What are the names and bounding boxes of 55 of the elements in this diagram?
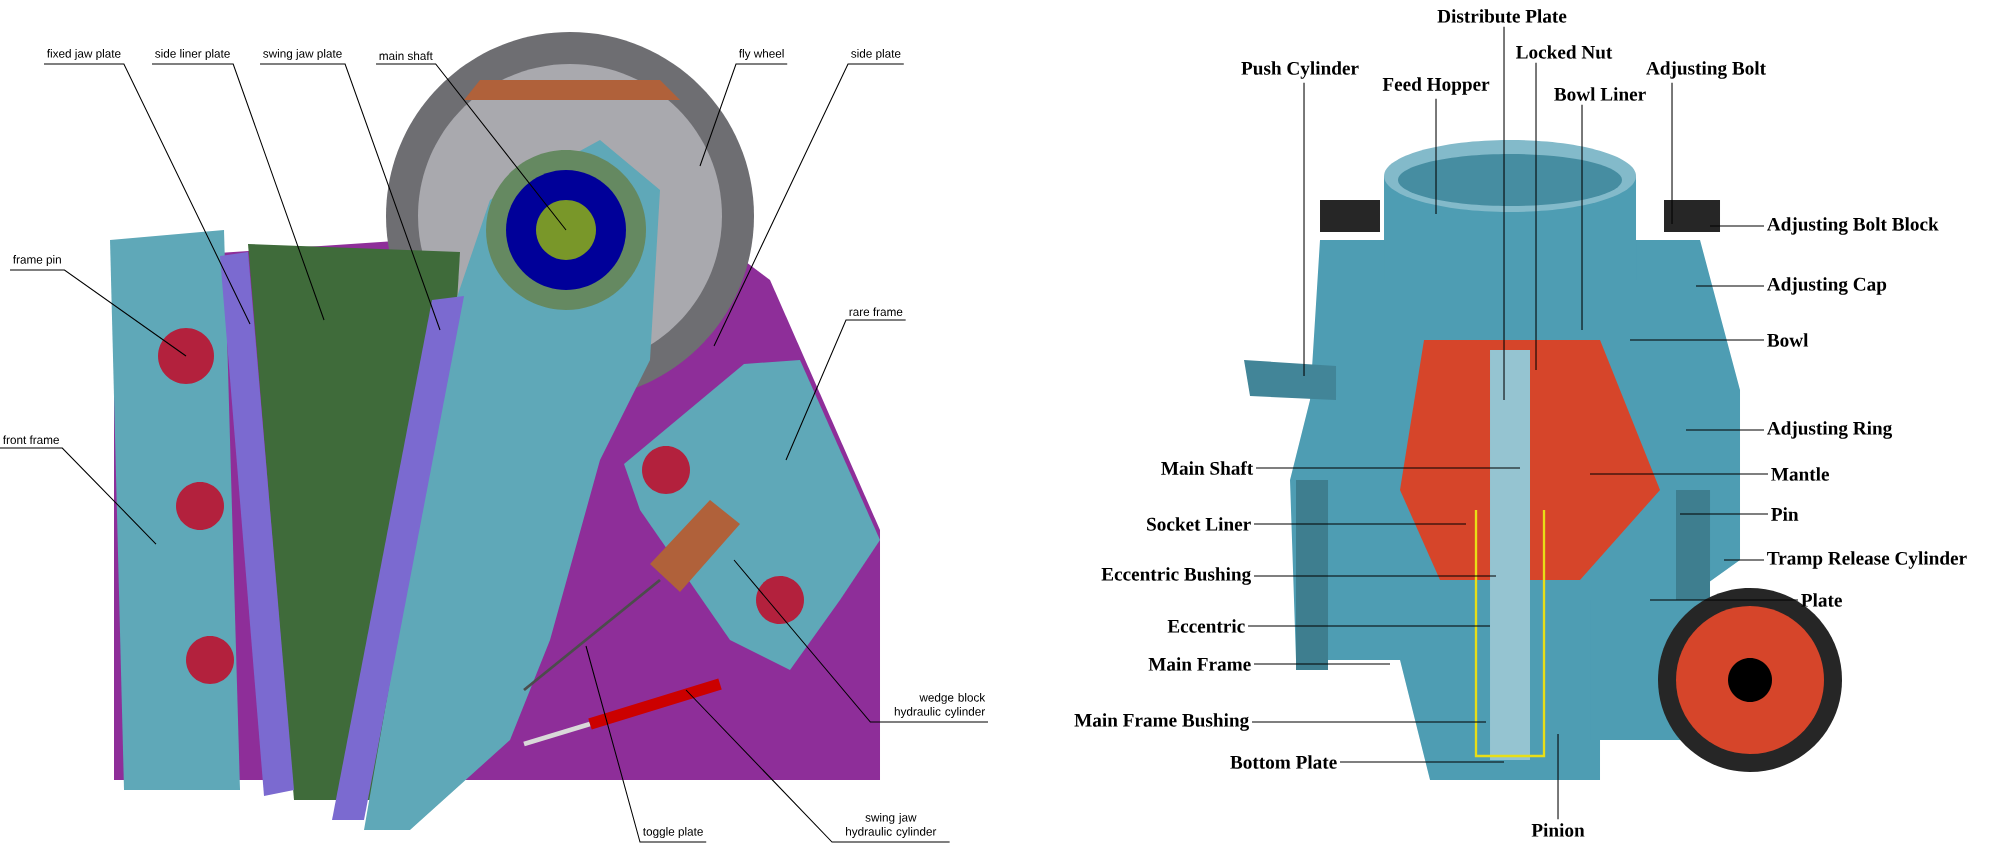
leader-line: [1253, 575, 1497, 577]
leader-line: [9, 269, 187, 357]
leader-line: [43, 63, 251, 325]
part-label: Eccentric: [1167, 619, 1245, 633]
leader-line: [1723, 559, 1765, 561]
leader-line: [785, 319, 907, 461]
part-label: Locked Nut: [1516, 45, 1613, 59]
part-label: Main Frame: [1148, 657, 1251, 671]
part-label: Socket Liner: [1147, 517, 1251, 531]
leader-line: [713, 63, 905, 347]
part-label: Main Frame Bushing: [1074, 713, 1249, 731]
part-label: Distribute Plate: [1437, 9, 1567, 23]
leader-line: [375, 63, 567, 231]
leader-line: [1629, 339, 1765, 341]
leader-line: [1255, 467, 1521, 469]
leader-line: [1251, 721, 1487, 723]
part-label: Pin: [1771, 507, 1799, 521]
leader-line: [1435, 98, 1437, 215]
leader-line: [1679, 513, 1769, 515]
part-label: Tramp Release Cylinder: [1767, 551, 1967, 569]
part-label: Adjusting Bolt: [1646, 61, 1766, 79]
leader-line: [1685, 429, 1765, 431]
leader-line: [1695, 285, 1765, 287]
part-label: Bottom Plate: [1230, 755, 1337, 769]
part-label: Adjusting Bolt Block: [1767, 217, 1939, 235]
part-label: Eccentric Bushing: [1101, 567, 1251, 585]
leader-line: [699, 63, 788, 167]
leader-line: [733, 559, 989, 723]
part-label: Feed Hopper: [1382, 77, 1490, 95]
leader-line: [1253, 663, 1391, 665]
part-label: Pinion: [1531, 823, 1585, 837]
leader-line: [1589, 473, 1769, 475]
leader-line: [151, 63, 325, 321]
part-label: Plate: [1801, 593, 1842, 607]
leader-line: [0, 447, 157, 545]
leader-line: [1339, 761, 1505, 763]
leader-line: [259, 63, 441, 331]
leader-line: [1709, 225, 1765, 227]
part-label: Adjusting Ring: [1767, 421, 1893, 439]
leader-line: [1247, 625, 1491, 627]
leader-line: [1303, 82, 1305, 377]
leader-line: [1581, 104, 1583, 331]
leader-line: [1253, 523, 1467, 525]
leader-line: [685, 689, 951, 843]
leader-line: [1503, 26, 1505, 401]
leader-line: [585, 645, 707, 843]
part-label: Main Shaft: [1161, 461, 1254, 475]
leader-line: [1535, 62, 1537, 371]
part-label: Push Cylinder: [1241, 61, 1359, 79]
part-label: Bowl: [1767, 333, 1809, 347]
leader-line: [1671, 82, 1673, 225]
part-label: Adjusting Cap: [1767, 277, 1887, 295]
part-label: Mantle: [1771, 467, 1830, 481]
part-label: Bowl Liner: [1554, 87, 1646, 101]
leader-line: [1557, 733, 1559, 820]
